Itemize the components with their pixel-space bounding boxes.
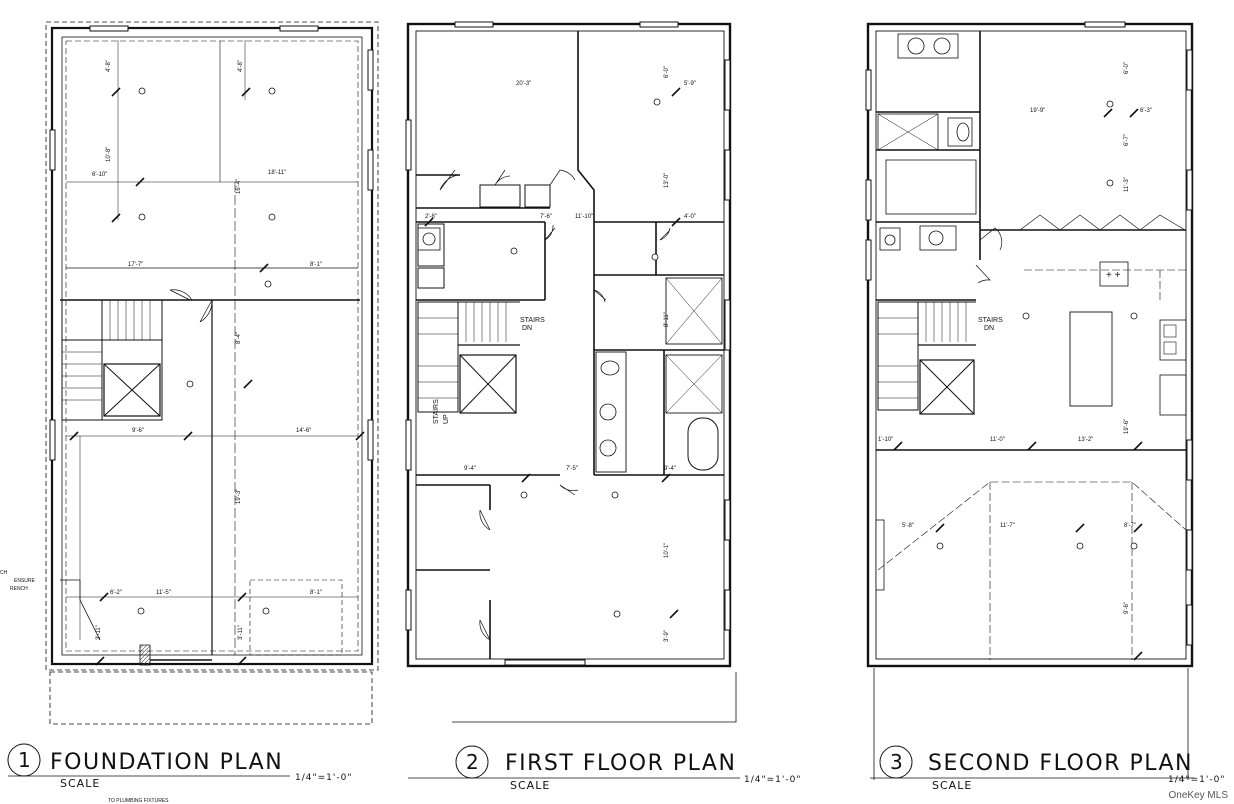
side-note: ENSURE (14, 578, 36, 584)
stairs-up-label: UP (443, 414, 450, 424)
dim-label: 6'-0" (664, 66, 670, 78)
dim-label: 8'-4" (236, 332, 242, 344)
dim-label: 3'-11" (238, 625, 244, 640)
dim-label: 6'-7" (1124, 134, 1130, 146)
first-floor-dimensions: 6'-0" 20'-3" 5'-9" 13'-0" 2'-8" 7'-6" 11… (425, 66, 696, 642)
dim-label: 4'-0" (684, 214, 696, 220)
dim-label: 8'-1" (310, 590, 322, 596)
dim-label: 6'-10" (92, 172, 107, 178)
scale-label: SCALE (932, 779, 972, 792)
dim-label: 5'-8" (902, 523, 914, 529)
dim-label: 16'-4" (236, 179, 242, 194)
dim-label: 18'-11" (268, 170, 286, 176)
second-floor-plan: + + (865, 21, 1194, 780)
dim-label: 11'-0" (990, 437, 1005, 443)
plan-number: 2 (466, 750, 479, 774)
scale-value: 1/4"=1'-0" (1168, 775, 1225, 785)
dim-label: 17'-7" (128, 262, 143, 268)
dim-label: 14'-6" (296, 428, 311, 434)
side-note: RENCH (10, 586, 28, 592)
dim-label: 10'-1" (664, 543, 670, 558)
foundation-dimensions: 4'-8" 4'-8" 10'-8" 6'-10" 18'-11" 16'-4"… (0, 60, 322, 640)
dim-label: 8'-7" (1124, 523, 1136, 529)
dim-label: 19'-6" (1124, 419, 1130, 434)
dim-label: 4'-8" (106, 60, 112, 72)
scale-value: 1/4"=1'-0" (744, 775, 801, 785)
plan-number: 3 (890, 750, 903, 774)
stairs-down-label: DN (984, 325, 994, 332)
stairs-down-label: STAIRS (520, 317, 545, 324)
dim-label: 11'-10" (575, 214, 593, 220)
dim-label: 10'-8" (106, 147, 112, 162)
scale-label: SCALE (60, 777, 100, 790)
side-note: CH (0, 570, 8, 576)
dim-label: 7'-5" (566, 466, 578, 472)
foundation-plan (45, 21, 379, 725)
dim-label: 13'-0" (664, 173, 670, 188)
dim-label: 20'-3" (516, 81, 531, 87)
title-block-1: 1 FOUNDATION PLAN SCALE 1/4"=1'-0" TO PL… (7, 743, 352, 804)
dim-label: 11'-7" (1000, 523, 1015, 529)
dim-label: 8'-1" (310, 262, 322, 268)
dim-label: 6'-0" (1124, 62, 1130, 74)
stairs-down-label: STAIRS (978, 317, 1003, 324)
scale-value: 1/4"=1'-0" (295, 773, 352, 783)
dim-label: 13'-2" (1078, 437, 1093, 443)
dim-label: 5'-9" (684, 81, 696, 87)
footnote: TO PLUMBING FIXTURES (108, 798, 169, 804)
stairs-down-label: DN (522, 325, 532, 332)
plan-number: 1 (18, 748, 31, 772)
dim-label: 19'-9" (1030, 108, 1045, 114)
dim-label: 9'-6" (132, 428, 144, 434)
watermark: OneKey MLS (1168, 790, 1228, 801)
dim-label: 3'-11" (96, 625, 102, 640)
title-block-3: 3 SECOND FLOOR PLAN SCALE 1/4"=1'-0" (870, 745, 1225, 792)
title-block-2: 2 FIRST FLOOR PLAN SCALE 1/4"=1'-0" (408, 745, 801, 792)
dim-label: 9'-4" (664, 466, 676, 472)
svg-text:+ +: + + (1106, 270, 1121, 281)
dim-label: 4'-8" (238, 60, 244, 72)
dim-label: 9'-4" (464, 466, 476, 472)
dim-label: 1'-10" (878, 437, 893, 443)
dim-label: 9'-6" (1124, 602, 1130, 614)
dim-label: 6'-2" (110, 590, 122, 596)
dim-label: 11'-3" (1124, 177, 1130, 192)
dim-label: 11'-5" (156, 590, 171, 596)
dim-label: 7'-6" (540, 214, 552, 220)
plan-title: SECOND FLOOR PLAN (928, 751, 1193, 776)
dim-label: 6'-3" (1140, 108, 1152, 114)
dim-label: 2'-8" (425, 214, 437, 220)
dim-label: 3'-9" (664, 630, 670, 642)
first-floor-plan (405, 21, 737, 723)
scale-label: SCALE (510, 779, 550, 792)
second-floor-dimensions: 6'-0" 19'-9" 6'-3" 6'-7" 11'-3" 1'-10" 1… (878, 62, 1152, 614)
dim-label: 8'-11" (664, 312, 670, 327)
plan-title: FOUNDATION PLAN (50, 750, 283, 775)
stairs-up-label: STAIRS (433, 399, 440, 424)
dim-label: 19'-3" (236, 489, 242, 504)
plan-title: FIRST FLOOR PLAN (505, 751, 736, 776)
